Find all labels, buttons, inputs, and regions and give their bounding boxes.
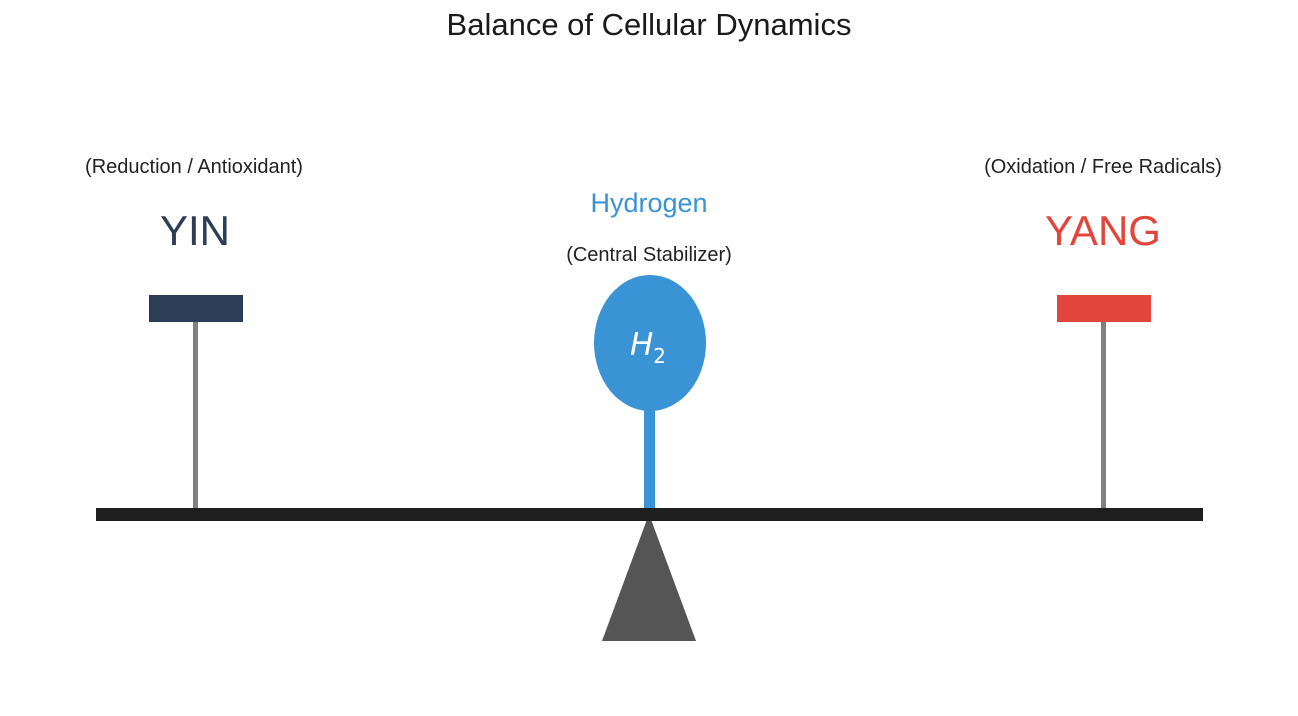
- fulcrum: [602, 514, 696, 641]
- hydrogen-label: Hydrogen: [590, 188, 708, 218]
- diagram-title: Balance of Cellular Dynamics: [446, 7, 852, 42]
- hydrogen-stem: [644, 405, 655, 510]
- yin-subtitle: (Reduction / Antioxidant): [85, 156, 303, 178]
- yin-weight: [149, 295, 243, 322]
- yang-label: YANG: [1045, 207, 1161, 254]
- yang-weight: [1057, 295, 1151, 322]
- yin-post: [193, 320, 198, 510]
- yin-label: YIN: [159, 207, 231, 254]
- hydrogen-molecule: [594, 275, 706, 411]
- hydrogen-symbol: H2: [630, 327, 666, 368]
- yang-subtitle: (Oxidation / Free Radicals): [984, 156, 1222, 178]
- balance-beam: [96, 508, 1203, 521]
- yang-post: [1101, 320, 1106, 510]
- hydrogen-subtitle: (Central Stabilizer): [566, 244, 732, 266]
